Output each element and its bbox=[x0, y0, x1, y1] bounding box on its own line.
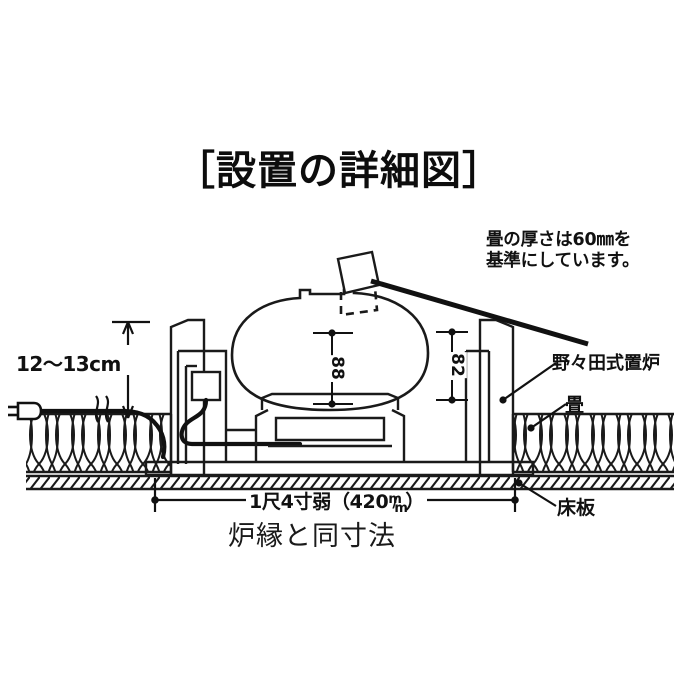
leader-line-hearth-thin bbox=[499, 362, 557, 404]
label-hearth: 野々田式置炉 bbox=[552, 353, 660, 374]
power-cord-internal bbox=[179, 397, 303, 447]
dimension-value-inner: 88 bbox=[326, 355, 347, 381]
bottom-caption: 炉縁と同寸法 bbox=[228, 521, 396, 552]
tatami-mat-left bbox=[26, 412, 173, 474]
hearth-frame-right bbox=[464, 349, 491, 462]
hearth-frame-left bbox=[176, 349, 228, 464]
mm-slash: / bbox=[392, 493, 398, 511]
tatami-mat-right bbox=[511, 412, 674, 474]
mm-top: m bbox=[388, 492, 402, 507]
dimension-value-outer: 82 bbox=[446, 352, 467, 378]
cord-break-symbol bbox=[94, 395, 110, 423]
kettle-seat-ring bbox=[226, 392, 406, 462]
kettle-body bbox=[230, 288, 430, 412]
tatami-thickness-note: 畳の厚さは60㎜を基準にしています。 bbox=[486, 230, 640, 273]
leader-line-tatami bbox=[527, 403, 567, 432]
dimension-width-prefix: 1尺4寸弱（420 bbox=[249, 491, 389, 513]
power-plug-icon bbox=[8, 401, 43, 421]
mm-bottom: m bbox=[394, 501, 408, 516]
dimension-inner-88 bbox=[313, 329, 353, 408]
dimension-height-left bbox=[112, 320, 150, 419]
heater-control-box bbox=[190, 370, 222, 402]
dimension-height-label: 12〜13cm bbox=[16, 352, 121, 376]
label-floorboard: 床板 bbox=[557, 497, 596, 519]
label-tatami: 畳 bbox=[565, 394, 585, 416]
power-cord-external bbox=[33, 408, 167, 460]
dimension-width-suffix: ） bbox=[405, 491, 425, 513]
dimension-outer-82 bbox=[436, 328, 468, 404]
page-title: ［設置の詳細図］ bbox=[175, 147, 503, 194]
leader-line-floorboard bbox=[515, 479, 557, 507]
millimeter-stacked-glyph: m/m bbox=[388, 492, 408, 516]
floorboard bbox=[26, 474, 674, 491]
leader-line-hearth-thick bbox=[370, 278, 589, 347]
note-line-2: 基準にしています。 bbox=[486, 251, 640, 272]
note-line-1: 畳の厚さは60㎜を bbox=[486, 230, 632, 250]
